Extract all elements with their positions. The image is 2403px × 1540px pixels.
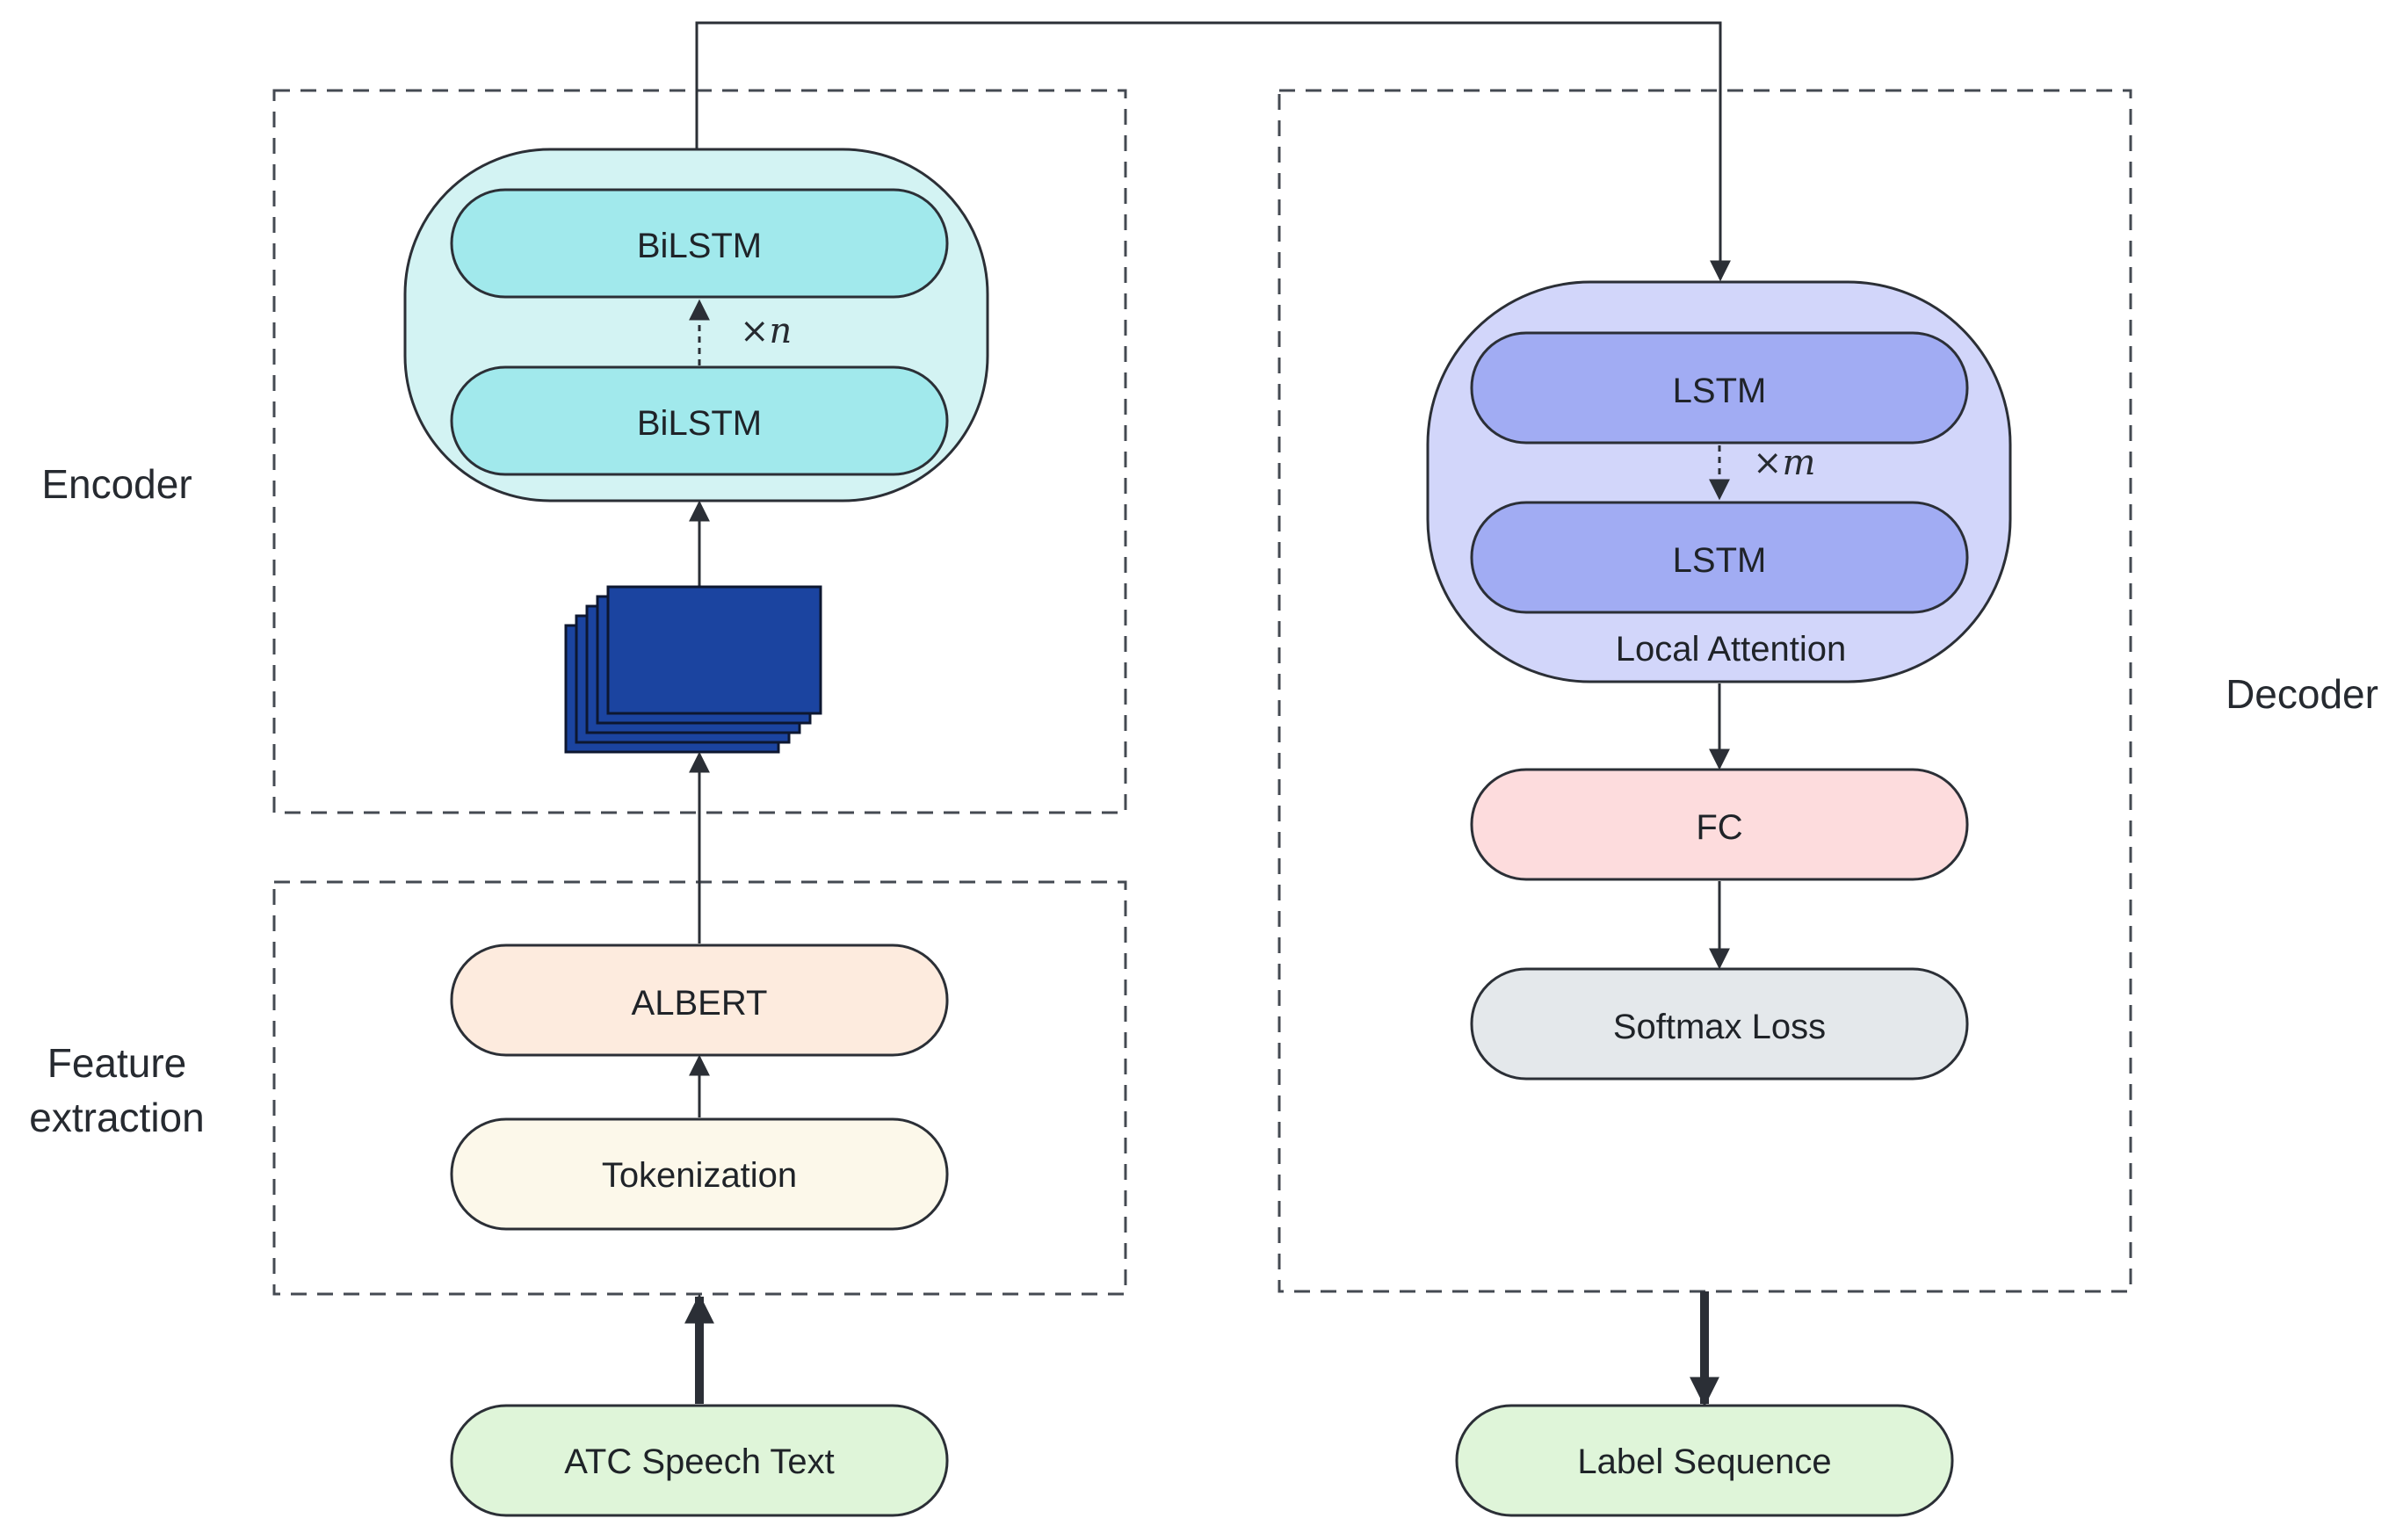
bilstm-bottom-label: BiLSTM <box>637 404 762 443</box>
lstm-top-label: LSTM <box>1673 372 1767 410</box>
bilstm-top-label: BiLSTM <box>637 227 762 265</box>
tokenization-box <box>450 1117 949 1231</box>
local-attention-label: Local Attention <box>1616 630 1846 669</box>
softmax-loss-label: Softmax Loss <box>1613 1008 1826 1046</box>
encoder-to-decoder-connector <box>695 21 1731 282</box>
embedding-stack-icon <box>564 585 822 754</box>
encoder-label: Encoder <box>41 461 192 507</box>
lstm-top-box <box>1470 331 1969 445</box>
label-sequence-label: Label Sequence <box>1577 1442 1831 1481</box>
decoder-group-box <box>1277 89 2132 1293</box>
bilstm-bottom-box <box>450 365 949 476</box>
bilstm-top-box <box>450 188 949 299</box>
label-sequence-box <box>1455 1404 1954 1517</box>
albert-label: ALBERT <box>632 984 768 1023</box>
decoder-label: Decoder <box>2226 671 2378 717</box>
fc-label: FC <box>1696 808 1742 847</box>
atc-speech-text-box <box>450 1404 949 1517</box>
lstm-repeat-label: ×m <box>1753 443 1815 483</box>
softmax-loss-box <box>1470 967 1969 1081</box>
tokenization-label: Tokenization <box>602 1156 797 1195</box>
lstm-bottom-box <box>1470 501 1969 614</box>
fc-box <box>1470 768 1969 881</box>
encoder-group-box <box>272 89 1127 814</box>
feature-extraction-label-line2: extraction <box>29 1095 204 1140</box>
lstm-bottom-label: LSTM <box>1673 541 1767 580</box>
feature-extraction-label-line1: Feature <box>47 1040 187 1086</box>
bilstm-repeat-label: ×n <box>740 311 792 351</box>
atc-speech-text-label: ATC Speech Text <box>564 1442 835 1481</box>
